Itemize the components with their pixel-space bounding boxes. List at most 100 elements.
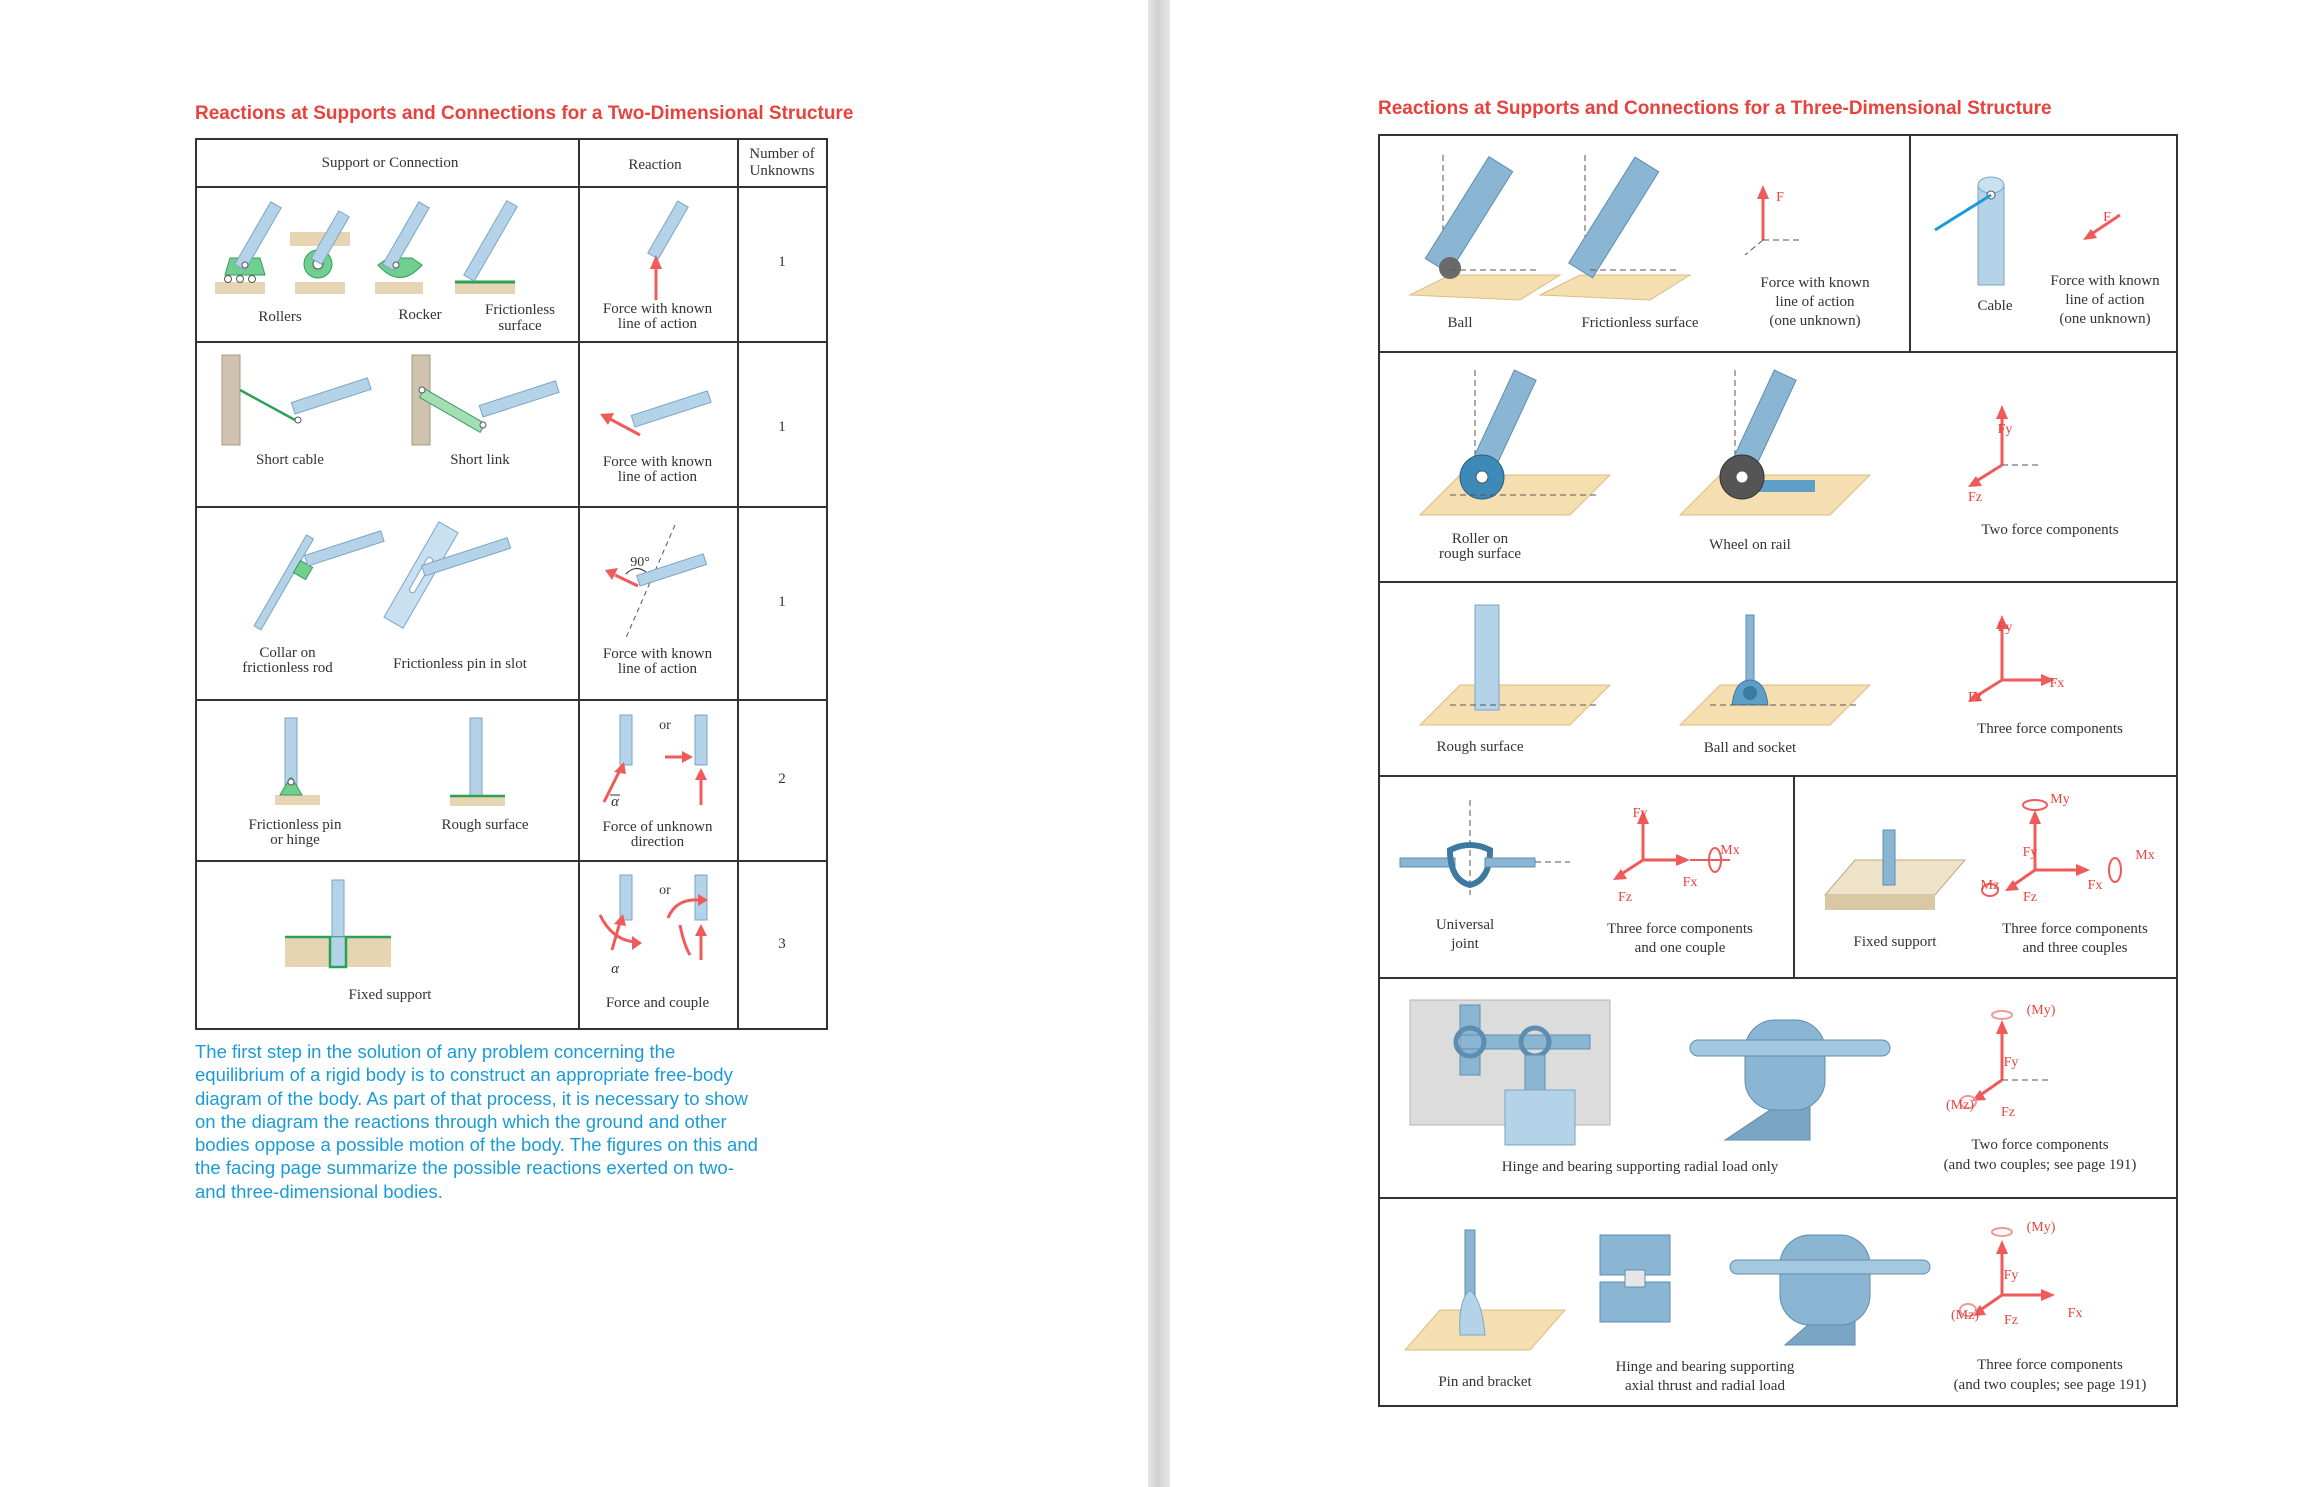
row3-support-figures <box>253 521 512 631</box>
right-heading: Reactions at Supports and Connections fo… <box>1378 98 2052 119</box>
r4-Fy-2: Fy <box>2022 845 2038 860</box>
label-fixed-3d: Fixed support <box>1853 934 1937 950</box>
label-frictionless-3d: Frictionless surface <box>1581 315 1699 331</box>
r4-Fz-2: Fz <box>2023 890 2037 905</box>
row1-support-figures <box>215 199 518 294</box>
r1-F-label: F <box>1776 190 1784 205</box>
row1-reaction-figure <box>647 200 689 300</box>
row2-support-figures <box>221 354 560 446</box>
left-heading: Reactions at Supports and Connections fo… <box>195 103 854 124</box>
row4-support-figures <box>275 717 505 806</box>
r5-alpha: α <box>611 961 619 977</box>
r2-reaction-l1: Force with known <box>602 454 713 470</box>
row3-reaction-figure <box>605 524 708 641</box>
r4-Fx: Fx <box>1682 875 1698 890</box>
r3-angle: 90° <box>630 555 650 570</box>
r1-unknowns: 1 <box>778 254 786 270</box>
label-ball: Ball <box>1447 315 1473 331</box>
r1-cable-l2: line of action <box>2065 292 2145 308</box>
header-reaction: Reaction <box>628 157 682 173</box>
r2-Fz: Fz <box>1968 490 1982 505</box>
row5-support-figures <box>285 879 391 969</box>
r1-known-l2: line of action <box>1775 294 1855 310</box>
r3-3d-figures <box>1418 604 2055 726</box>
r4-Fy: Fy <box>1632 806 1648 821</box>
r1-known-l3: (one unknown) <box>1769 313 1861 329</box>
r4-Fz: Fz <box>1618 890 1632 905</box>
r1-3d-figures <box>1408 155 1800 301</box>
label-pin-hinge-2: or hinge <box>270 832 320 848</box>
r4-or: or <box>659 718 671 733</box>
r4-cap2-l2: and three couples <box>2022 940 2128 956</box>
r4-reaction-l1: Force of unknown <box>602 819 713 835</box>
label-roller-rough-1: Roller on <box>1451 531 1509 547</box>
r6-Fx: Fx <box>2067 1306 2083 1321</box>
label-universal-2: joint <box>1451 936 1479 952</box>
r5-reaction: Force and couple <box>605 995 710 1011</box>
r4-cap2-l1: Three force components <box>2002 921 2148 937</box>
r1-cable-figure <box>1934 176 2121 286</box>
r1-reaction-l1: Force with known <box>602 301 713 317</box>
para-line: the facing page summarize the possible r… <box>195 1157 734 1179</box>
r6-My: (My) <box>2026 1220 2056 1235</box>
r1-cable-l3: (one unknown) <box>2059 311 2151 327</box>
label-pin-slot: Frictionless pin in slot <box>393 656 527 672</box>
r6-Fz: Fz <box>2004 1313 2018 1328</box>
r4-Mz: Mz <box>1980 878 2000 893</box>
r4-cap1-l1: Three force components <box>1607 921 1753 937</box>
label-ball-socket: Ball and socket <box>1703 740 1797 756</box>
para-line: The first step in the solution of any pr… <box>195 1041 676 1062</box>
label-collar-1: Collar on <box>259 645 316 661</box>
label-hinge-radial: Hinge and bearing supporting radial load… <box>1501 1159 1779 1175</box>
r6-hinge-l1: Hinge and bearing supporting <box>1615 1359 1795 1375</box>
r5-cap-l2: (and two couples; see page 191) <box>1943 1157 2137 1173</box>
left-page: Reactions at Supports and Connections fo… <box>0 0 1148 1487</box>
rollers-figure <box>215 201 282 294</box>
label-wheel-rail: Wheel on rail <box>1709 537 1791 553</box>
header-unknowns-2: Unknowns <box>749 163 815 179</box>
r3-Fz: Fz <box>1968 690 1982 705</box>
page-gutter <box>1148 0 1170 1487</box>
r5-Fy: Fy <box>2003 1055 2019 1070</box>
row5-reaction-figure <box>598 874 708 960</box>
r4-unknowns: 2 <box>778 771 786 787</box>
r1-cable-l1: Force with known <box>2050 273 2160 289</box>
r5-or: or <box>659 883 671 898</box>
r3-Fy: Fy <box>1997 620 2013 635</box>
para-line: diagram of the body. As part of that pro… <box>195 1087 748 1109</box>
r6-cap-l2: (and two couples; see page 191) <box>1953 1377 2147 1393</box>
intro-paragraph: The first step in the solution of any pr… <box>195 1040 835 1203</box>
para-line: on the diagram the reactions through whi… <box>195 1110 727 1132</box>
row4-reaction-figure <box>602 714 708 805</box>
r2-reaction-l2: line of action <box>617 469 698 485</box>
r6-Mz: (Mz) <box>1951 1308 1979 1323</box>
r5-Mz: (Mz) <box>1946 1098 1974 1113</box>
r1-cable-F: F <box>2103 210 2111 225</box>
r1-known-l1: Force with known <box>1760 275 1870 291</box>
label-frictionless-2: surface <box>498 318 542 334</box>
label-roller-rough-2: rough surface <box>1438 546 1522 562</box>
row2-reaction-figure <box>600 390 712 437</box>
right-page: Reactions at Supports and Connections fo… <box>1170 0 2317 1487</box>
r4-Fx-2: Fx <box>2087 878 2103 893</box>
r5-Fz: Fz <box>2001 1105 2015 1120</box>
label-fixed-support: Fixed support <box>348 987 432 1003</box>
label-collar-2: frictionless rod <box>242 660 333 676</box>
r4-cap1-l2: and one couple <box>1634 940 1726 956</box>
label-rough-surface: Rough surface <box>441 817 529 833</box>
r3-Fx: Fx <box>2049 676 2065 691</box>
r2-3d-figures <box>1418 369 2040 516</box>
r6-hinge-l2: axial thrust and radial load <box>1625 1378 1785 1394</box>
label-rocker: Rocker <box>398 307 442 323</box>
label-rough-3d: Rough surface <box>1436 739 1524 755</box>
r5-My: (My) <box>2026 1003 2056 1018</box>
label-pin-bracket: Pin and bracket <box>1438 1374 1532 1390</box>
roller-wheel-figure <box>290 210 350 294</box>
header-support: Support or Connection <box>321 155 459 171</box>
r6-3d-figures <box>1403 1227 2055 1351</box>
r5-cap-l1: Two force components <box>1971 1137 2109 1153</box>
para-line: equilibrium of a rigid body is to constr… <box>195 1064 733 1086</box>
r1-reaction-l2: line of action <box>617 316 698 332</box>
label-short-link: Short link <box>450 452 510 468</box>
r4-My: My <box>2050 792 2070 807</box>
